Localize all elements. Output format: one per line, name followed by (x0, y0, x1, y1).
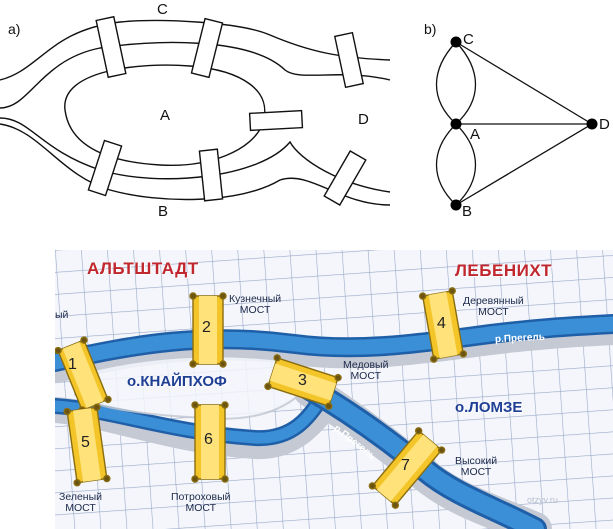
river-bank-outer-bottom (0, 123, 391, 206)
bridge-number-2: 2 (202, 319, 211, 336)
bridge-name-5-line1: Зеленый (59, 491, 103, 503)
bridge-number-7: 7 (401, 457, 410, 474)
bridge-name-3-line1: Медовый (343, 359, 389, 371)
map-bridges (55, 287, 468, 509)
diagram-bridge-1 (95, 15, 127, 79)
edge-c-d (455, 41, 593, 125)
bridge-number-1: 1 (68, 356, 77, 373)
bridge-name-6: Потроховый МОСТ (171, 491, 231, 515)
bridge-name-2-line2: МОСТ (239, 304, 271, 317)
bridge-name-4-line2: МОСТ (478, 306, 509, 319)
bridge-name-5: Зеленый МОСТ (59, 491, 103, 515)
bridge-name-6-line1: Потроховый (171, 491, 231, 503)
node-label-a: A (470, 126, 481, 143)
bridge-name-7: Высокий МОСТ (455, 455, 498, 479)
bridge-name-7-line1: Высокий (455, 455, 498, 467)
bridge-name-4-line1: Деревянный (463, 295, 524, 307)
edge-c-a-right (455, 41, 476, 125)
edge-b-d (455, 123, 593, 206)
bridge-name-3: Медовый МОСТ (343, 359, 389, 383)
edge-c-a-left (436, 41, 457, 125)
river-bank-inner-top (0, 41, 391, 109)
region-label-d: D (358, 111, 369, 128)
map-bridge-4 (418, 287, 468, 363)
bridge-number-5: 5 (81, 434, 90, 451)
district-altstadt: АЛЬТШТАДТ (87, 259, 199, 278)
map-bridge-7 (368, 427, 446, 509)
bridge-label-partial: ый (55, 309, 69, 321)
graph-edges (436, 41, 593, 206)
region-label-c: C (157, 1, 168, 18)
bridge-number-3: 3 (298, 372, 307, 389)
bridge-name-4: Деревянный МОСТ (463, 295, 524, 319)
edge-a-b-right (455, 123, 476, 206)
map-bridge-3 (264, 354, 342, 410)
node-label-b: B (462, 203, 473, 220)
node-a (450, 118, 462, 130)
river-bank-outer-top (0, 19, 391, 81)
node-label-c: C (463, 31, 474, 48)
diagram-bridge-5 (87, 139, 123, 197)
edge-a-b-left (436, 123, 457, 206)
river-pregel (55, 314, 613, 529)
node-c (450, 36, 462, 48)
watermark: otzyv.ru (527, 495, 558, 505)
bridge-name-2-line1: Кузнечный (229, 293, 282, 305)
node-label-d: D (599, 116, 610, 133)
diagram-bridge-3 (333, 31, 365, 89)
district-lebenicht: ЛЕБЕНИХТ (455, 261, 553, 280)
island-label-kneiphof: о.КНАЙПХОФ (127, 373, 227, 390)
node-b (450, 199, 462, 211)
region-label-b: B (158, 203, 169, 220)
island-label-lomse: о.ЛОМЗЕ (455, 399, 523, 416)
diagram-bridge-7 (323, 150, 367, 206)
river-bank-inner-bottom (0, 117, 391, 193)
map-graphic (55, 250, 613, 529)
konigsberg-map: АЛЬТШТАДТ ЛЕБЕНИХТ о.КНАЙПХОФ о.ЛОМЗЕ р.… (55, 250, 613, 529)
node-d (586, 118, 598, 130)
diagram-bridge-2 (190, 17, 224, 79)
bridge-name-6-line2: МОСТ (185, 502, 217, 515)
bridge-number-6: 6 (204, 431, 213, 448)
bridge-name-7-line2: МОСТ (460, 466, 492, 479)
region-label-a: A (160, 107, 171, 124)
panel-label-b: b) (424, 21, 437, 37)
bridge-name-3-line2: МОСТ (350, 370, 381, 383)
diagram-bridge-4 (248, 109, 304, 132)
map-bridge-5 (63, 403, 111, 487)
bridge-number-4: 4 (437, 315, 446, 332)
bridge-name-2: Кузнечный МОСТ (229, 293, 282, 317)
map-bridge-6 (191, 401, 229, 483)
bridge-name-5-line2: МОСТ (65, 502, 96, 515)
panel-label-a: a) (8, 21, 21, 37)
diagram-bridge-6 (198, 148, 224, 202)
map-bridge-2 (189, 292, 227, 368)
